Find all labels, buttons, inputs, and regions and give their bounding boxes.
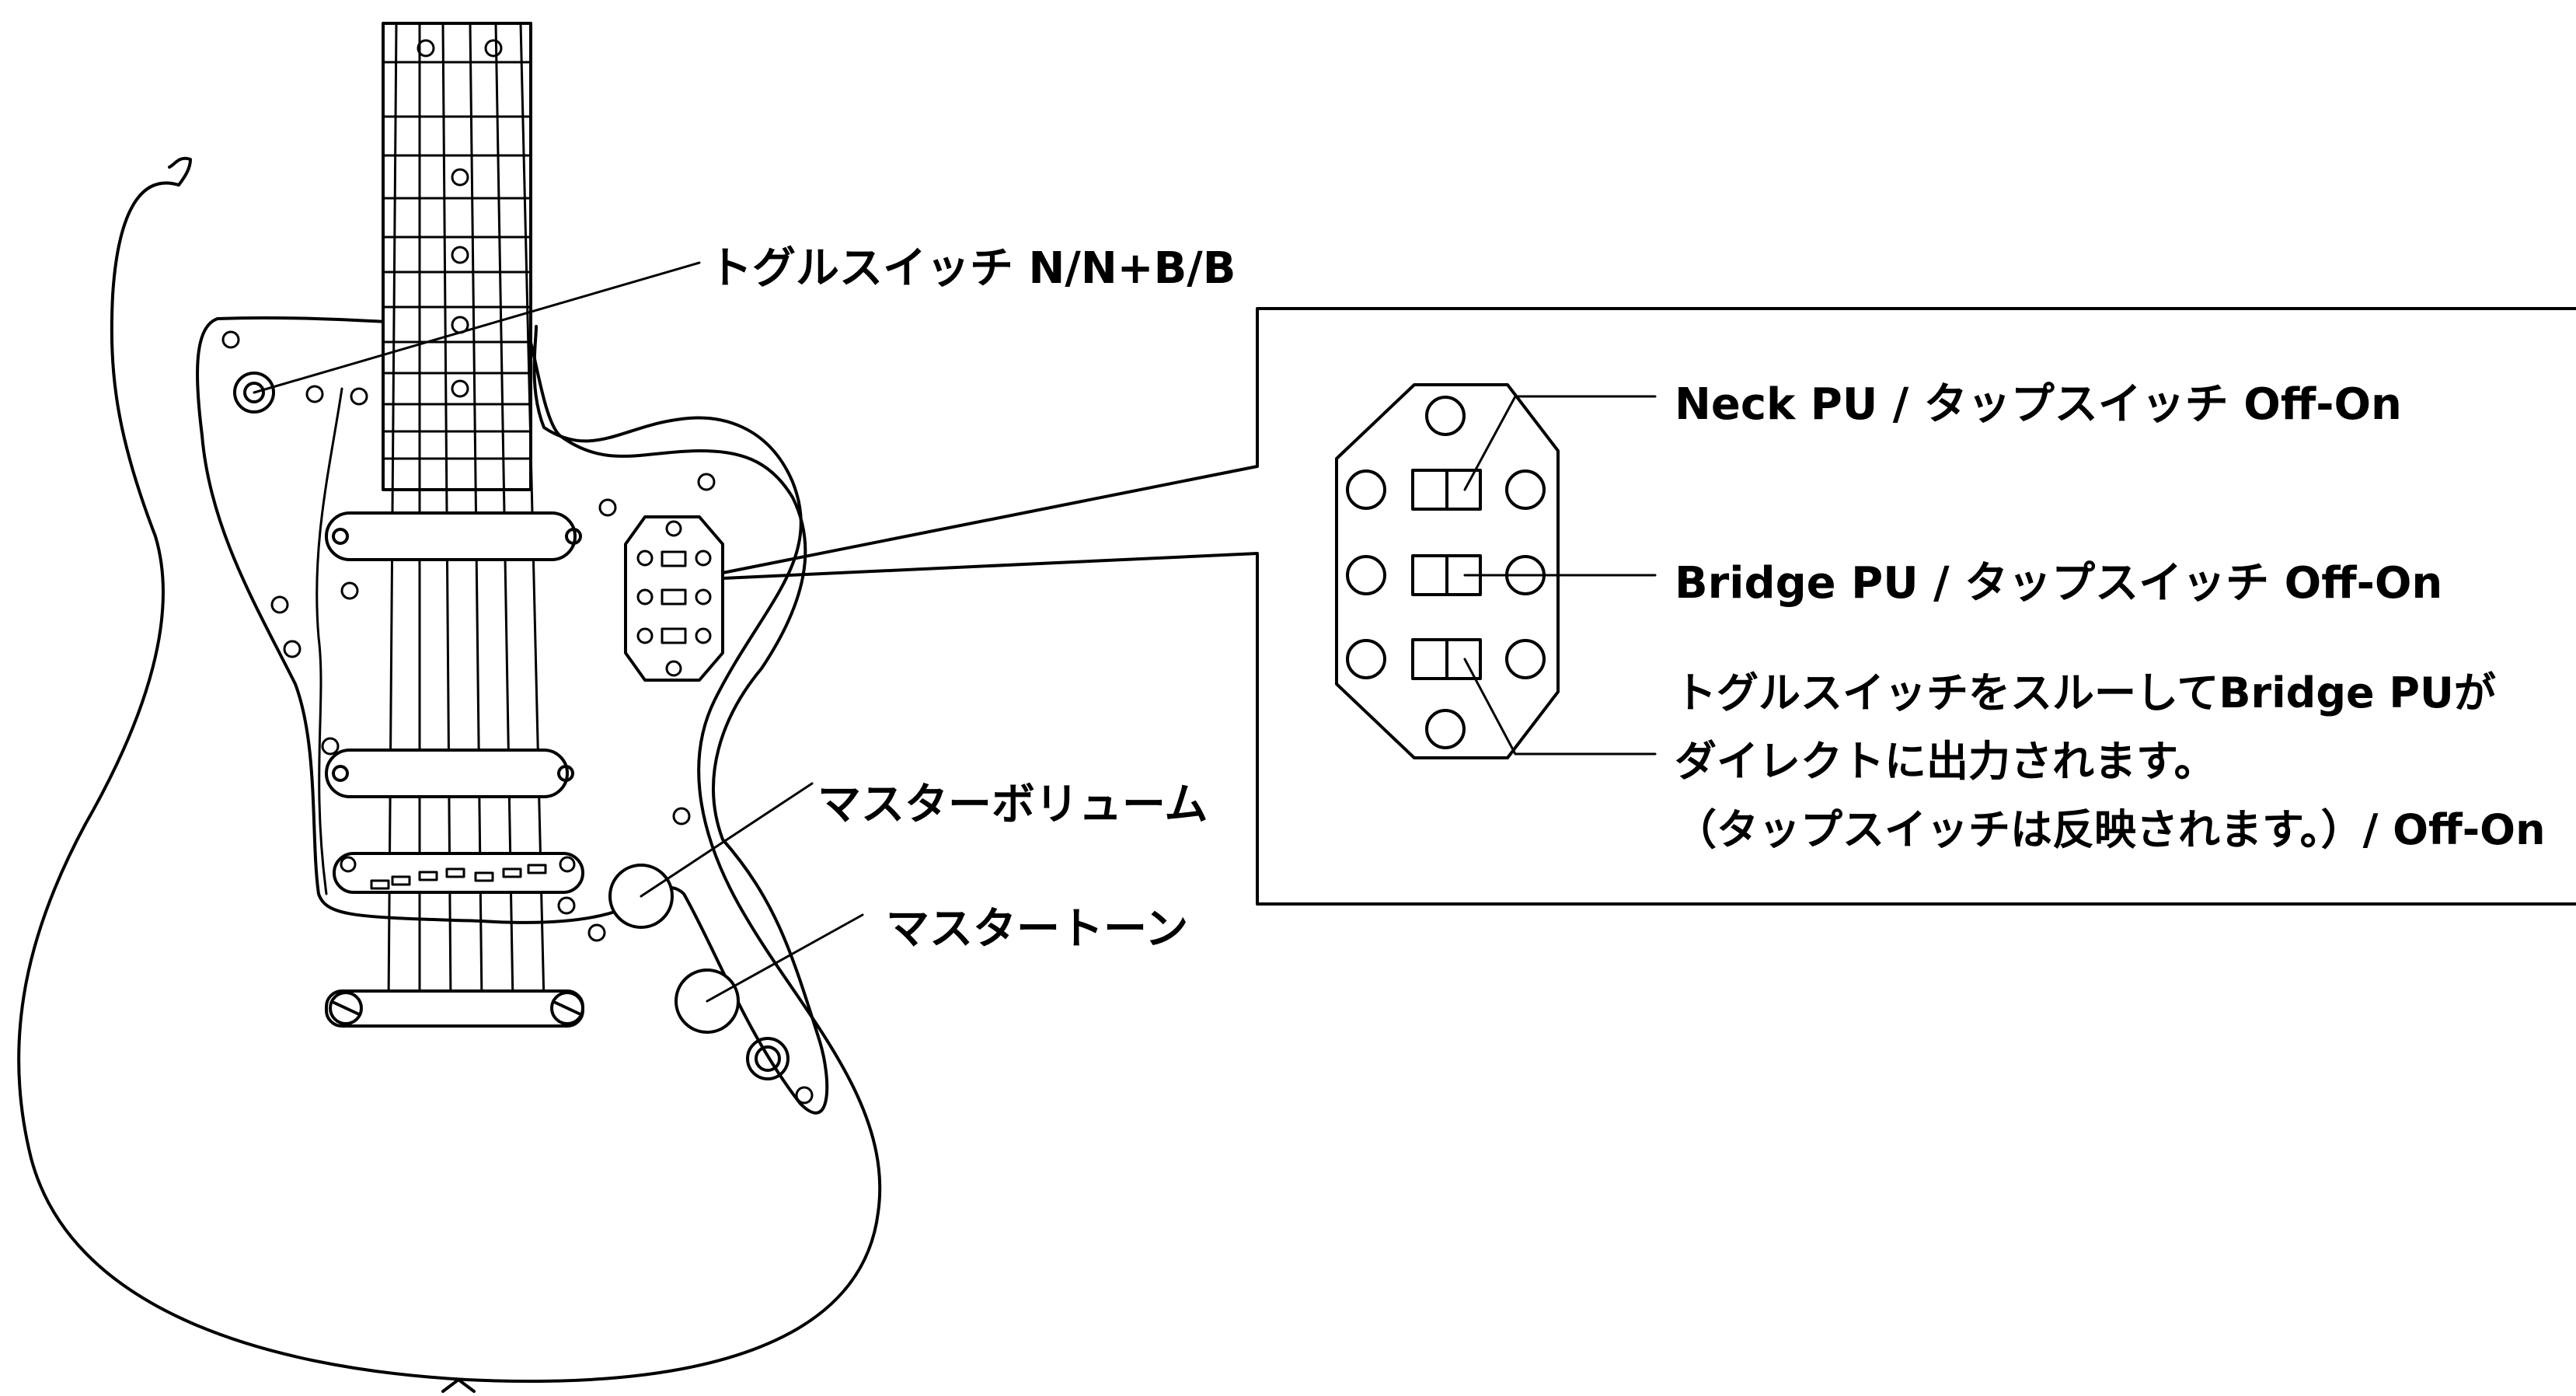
pickguard-screws bbox=[221, 330, 814, 1105]
master-volume-leader bbox=[640, 782, 814, 898]
pickguard-inner bbox=[315, 387, 343, 895]
bridge-pickup bbox=[325, 749, 574, 798]
pickguard-outline bbox=[196, 316, 829, 1115]
direct-switch-note: トグルスイッチをスルーしてBridge PUが ダイレクトに出力されます。 （タ… bbox=[1675, 659, 2546, 864]
body-top-horn bbox=[168, 156, 192, 187]
pickguard bbox=[196, 316, 829, 1115]
mini-switch-plate bbox=[624, 515, 724, 682]
toggle-switch-knob bbox=[233, 372, 275, 414]
direct-switch-note-line2: ダイレクトに出力されます。 bbox=[1675, 737, 2216, 786]
leader-lines bbox=[253, 261, 864, 1003]
neck bbox=[382, 22, 546, 1004]
body-outline bbox=[17, 181, 882, 1383]
master-volume-label: マスターボリューム bbox=[817, 780, 1208, 830]
direct-switch-note-line1: トグルスイッチをスルーしてBridge PUが bbox=[1675, 668, 2496, 717]
inset-callout bbox=[721, 307, 2576, 906]
bridge-switch-label: Bridge PU / タップスイッチ Off-On bbox=[1675, 558, 2443, 609]
master-tone-label: マスタートーン bbox=[886, 904, 1189, 955]
output-jack bbox=[746, 1037, 790, 1080]
master-tone-leader bbox=[706, 913, 864, 1003]
guitar-body bbox=[17, 156, 882, 1393]
body-headstock-stub bbox=[441, 1378, 476, 1393]
toggle-switch-label: トグルスイッチ N/N+B/B bbox=[709, 243, 1236, 294]
bridge-assembly bbox=[333, 852, 584, 894]
inset-leaders bbox=[1463, 395, 1657, 756]
inset-switch-plate bbox=[1335, 383, 1560, 759]
neck-pickup bbox=[325, 511, 582, 561]
toggle-switch-leader bbox=[253, 261, 701, 394]
direct-switch-note-line3: （タップスイッチは反映されます。）/ Off-On bbox=[1675, 805, 2546, 854]
frets bbox=[382, 61, 532, 460]
tailpiece bbox=[325, 989, 584, 1028]
fret-markers bbox=[417, 39, 503, 398]
fretboard bbox=[382, 22, 532, 491]
inset-frame bbox=[721, 307, 2576, 906]
neck-switch-label: Neck PU / タップスイッチ Off-On bbox=[1675, 379, 2402, 430]
